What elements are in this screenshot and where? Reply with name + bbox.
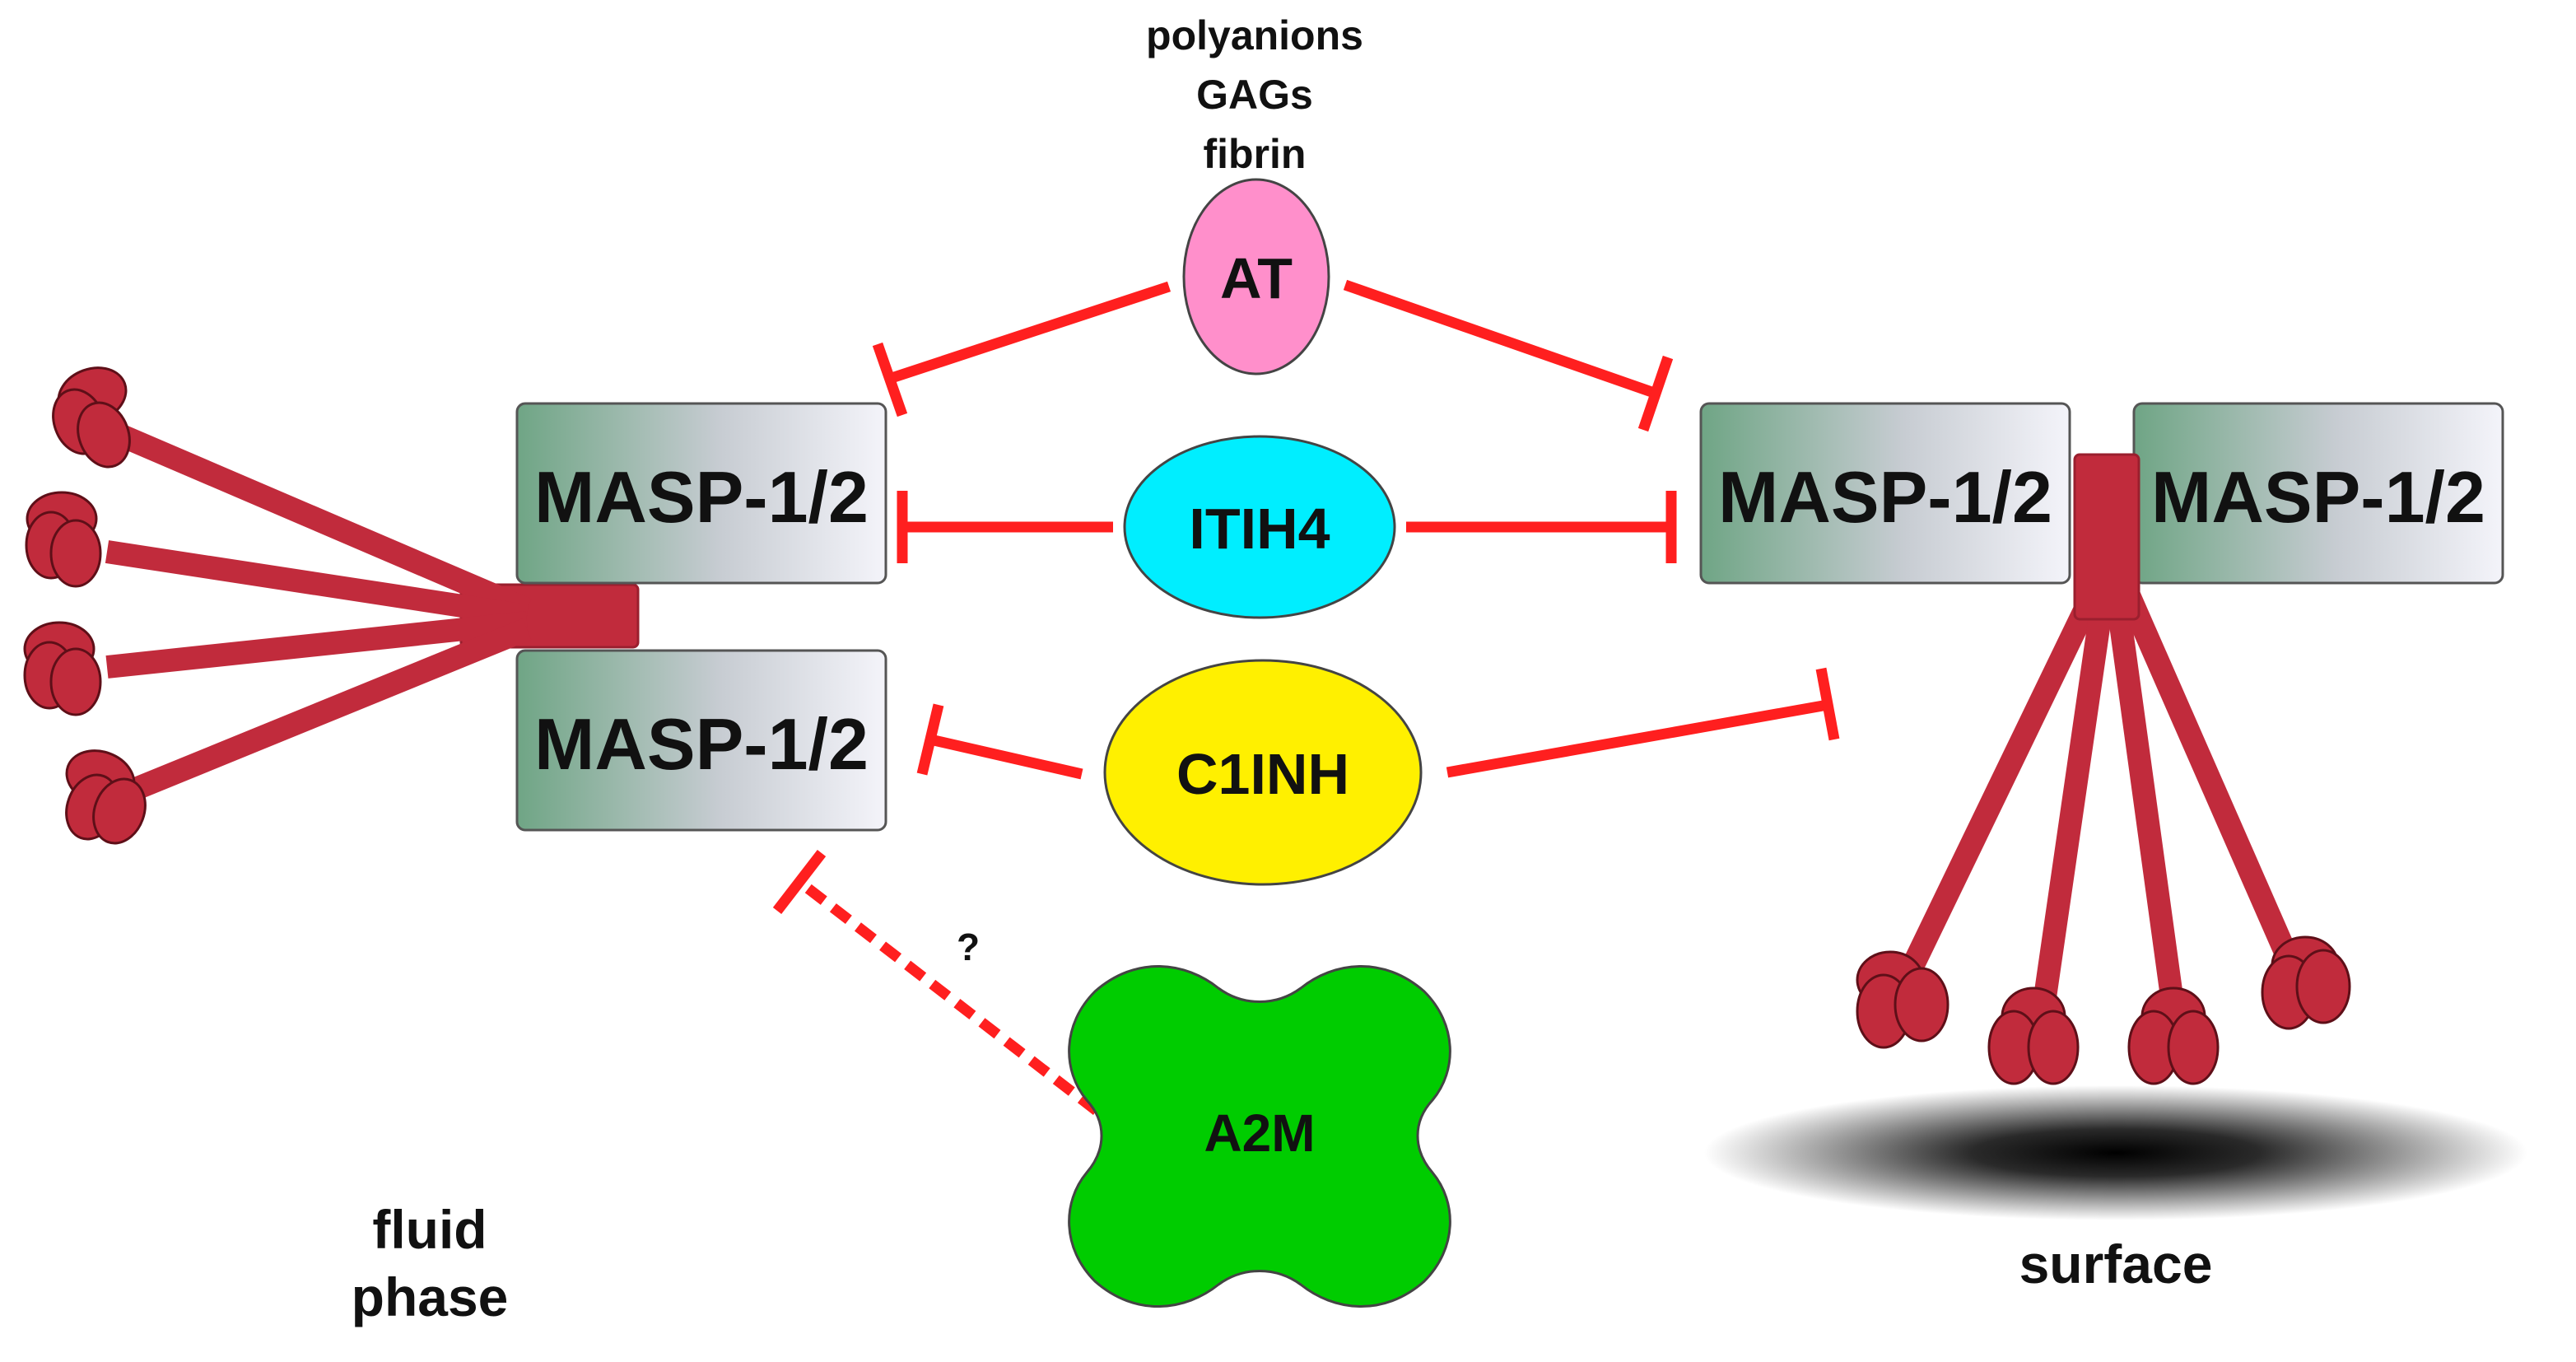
crd-head-3	[23, 621, 102, 716]
fluid-masp-top-label: MASP-1/2	[534, 456, 869, 538]
fluid-masp-bottom-label: MASP-1/2	[534, 703, 869, 785]
at-to-fluid-masp-line	[887, 281, 1172, 385]
cofactor-fibrin: fibrin	[1204, 131, 1307, 177]
fluid-collagen-arms	[105, 426, 532, 801]
surface-shadow	[1704, 1085, 2527, 1220]
c1inh-to-fluid-masp-bar	[916, 703, 944, 776]
surface-crd-head-4	[2261, 935, 2351, 1030]
fluid-phase-mbl-complex	[23, 366, 640, 845]
itih4-label: ITIH4	[1189, 497, 1330, 561]
surface-masp-right-label: MASP-1/2	[2151, 456, 2485, 538]
surface-masp-left-box	[1699, 402, 2071, 585]
c1inh-ellipse	[1103, 659, 1423, 886]
surface-collagen-arms	[1899, 571, 2301, 1011]
itih4-ellipse	[1123, 435, 1396, 619]
cofactor-polyanions: polyanions	[1146, 12, 1363, 58]
fluid-phase-label-line1: fluid	[372, 1199, 487, 1260]
cofactor-gags: GAGs	[1196, 72, 1313, 118]
fluid-crd-heads	[23, 366, 147, 845]
a2m-shape	[1068, 965, 1451, 1308]
surface-masp-left-label: MASP-1/2	[1718, 456, 2052, 538]
a2m-uncertain-mark: ?	[957, 926, 980, 968]
crd-head-2	[25, 491, 102, 588]
fluid-masp-top-box	[515, 402, 887, 585]
at-to-fluid-masp-bar	[872, 342, 908, 417]
at-to-surface-masp-bar	[1637, 355, 1674, 432]
crd-head-4	[65, 749, 147, 845]
c1inh-label: C1INH	[1176, 742, 1349, 806]
a2m-to-fluid-masp-bar	[772, 850, 827, 914]
at-ellipse	[1182, 178, 1330, 375]
a2m-label: A2M	[1204, 1103, 1315, 1163]
fluid-phase-label-line2: phase	[352, 1266, 509, 1327]
surface-collagen-hub	[2073, 453, 2140, 621]
surface-crd-head-1	[1856, 950, 1949, 1049]
fluid-masp-bottom-box	[515, 649, 887, 832]
surface-crd-heads	[1856, 935, 2351, 1085]
surface-label: surface	[2019, 1234, 2213, 1294]
at-to-surface-masp-line	[1343, 279, 1659, 399]
inhibition-lines	[772, 279, 1840, 1135]
surface-crd-head-3	[2127, 987, 2220, 1085]
at-label: AT	[1220, 246, 1293, 310]
a2m-to-fluid-masp-dashed-line	[795, 876, 1125, 1135]
c1inh-to-fluid-masp-line	[929, 734, 1083, 780]
crd-head-1	[52, 366, 131, 469]
c1inh-to-surface-masp-bar	[1815, 667, 1840, 741]
c1inh-to-surface-masp-line	[1446, 699, 1829, 778]
surface-mbl-complex	[1856, 453, 2351, 1085]
surface-crd-head-2	[1987, 987, 2080, 1085]
